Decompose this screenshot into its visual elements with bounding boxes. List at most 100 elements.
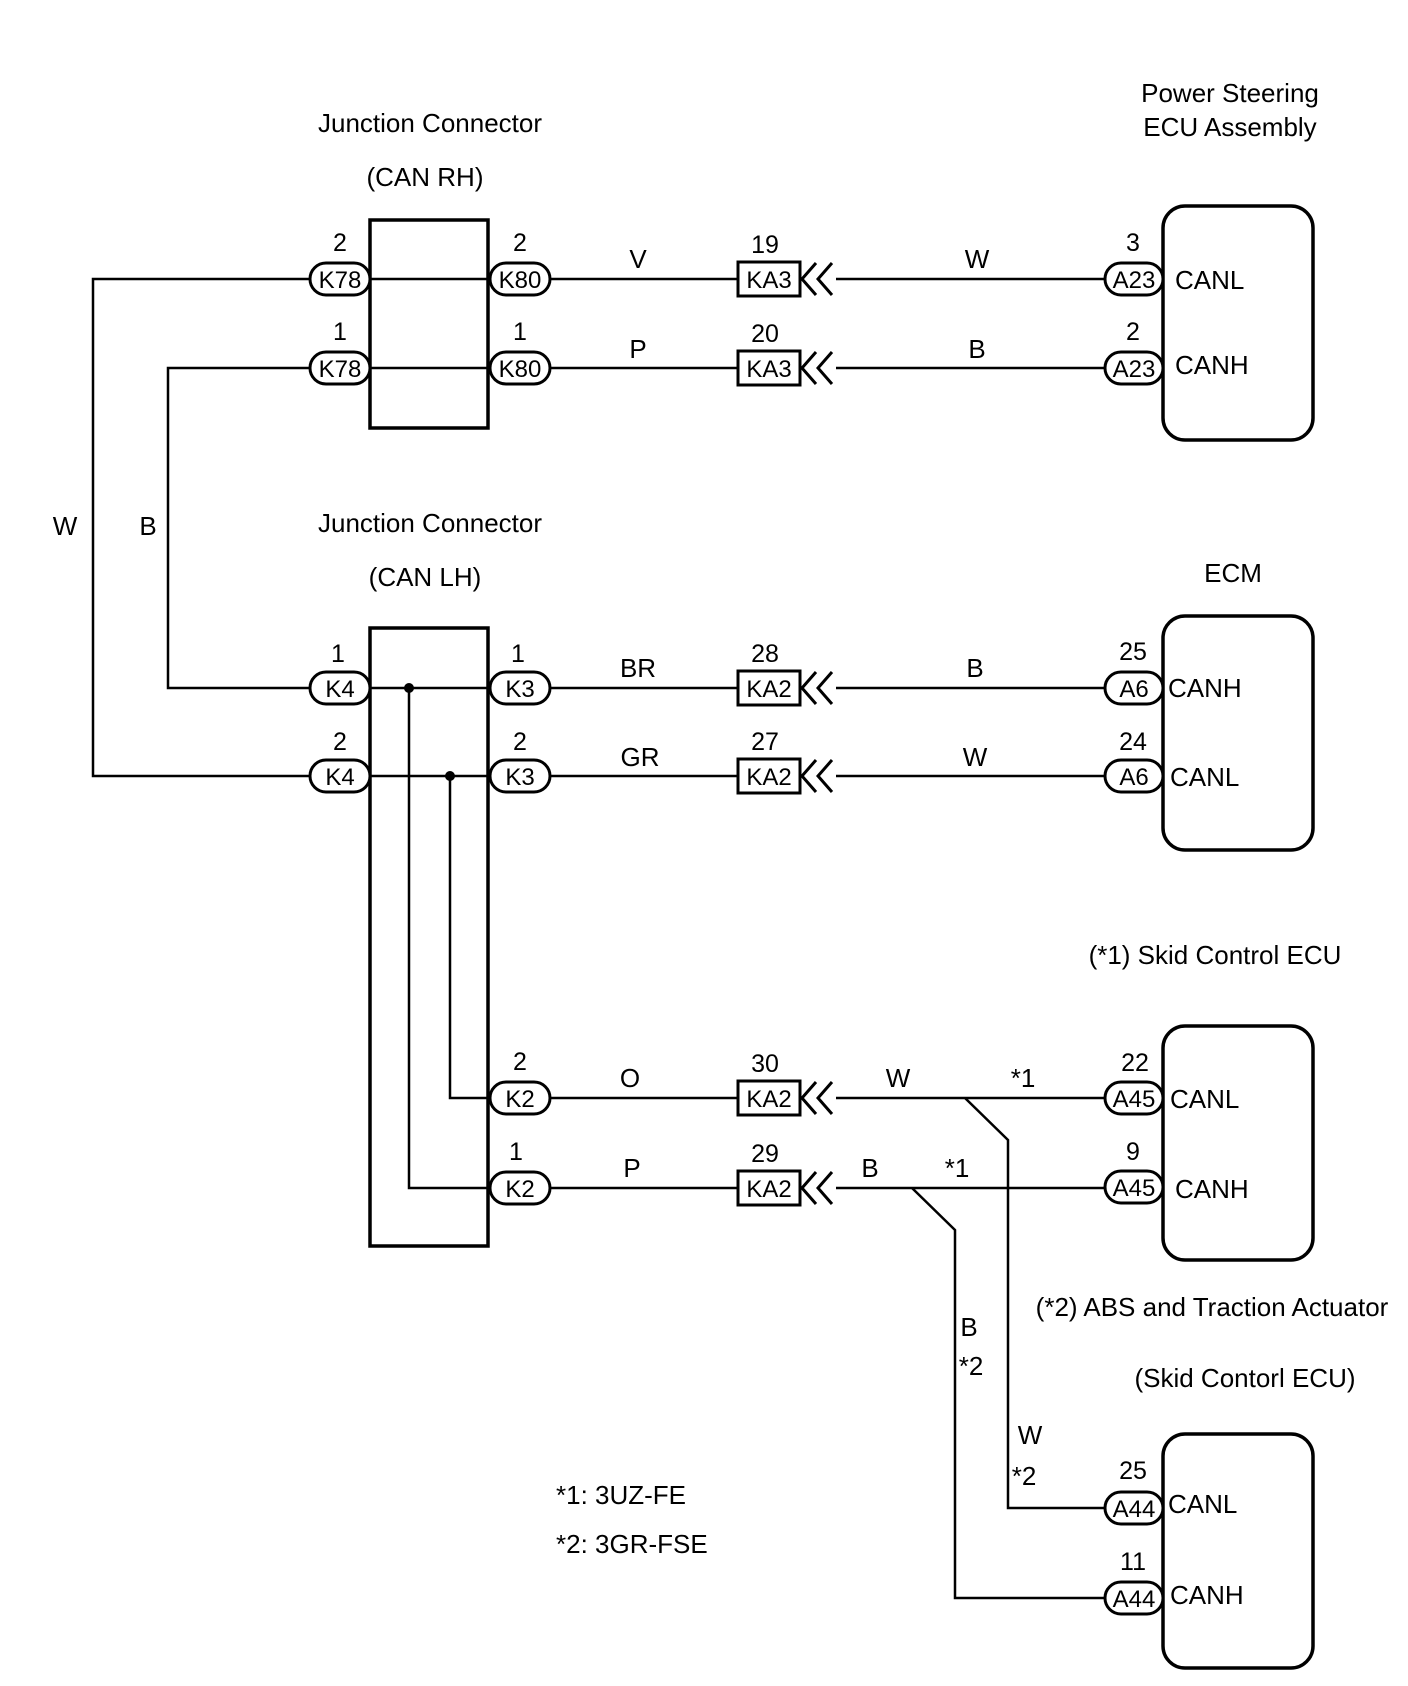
wire-color-br: BR bbox=[620, 653, 656, 683]
ps-ecu-subtitle: ECU Assembly bbox=[1143, 112, 1316, 142]
ps-ecu-box bbox=[1161, 204, 1315, 442]
ps-canh-label: CANH bbox=[1175, 350, 1249, 380]
wire-color-b-loop: B bbox=[139, 511, 156, 541]
ka-box bbox=[736, 757, 802, 795]
connector-a44-pin25: A44 25 bbox=[1103, 1457, 1165, 1526]
connector-pill bbox=[1103, 350, 1165, 386]
variant-note-1: *1: 3UZ-FE bbox=[556, 1480, 686, 1510]
ka-pin: 29 bbox=[751, 1140, 779, 1168]
ka-code: KA2 bbox=[746, 676, 791, 703]
wire-color-w-skid: W bbox=[886, 1063, 911, 1093]
wire-color-b-ecm: B bbox=[966, 653, 983, 683]
connector-k78-pin2: K78 2 bbox=[308, 229, 372, 297]
wire-w-loop bbox=[91, 277, 310, 778]
junction-rh-title: Junction Connector bbox=[318, 108, 542, 138]
chevron-icon bbox=[800, 262, 818, 296]
connector-code: A6 bbox=[1119, 676, 1148, 703]
connector-code: A6 bbox=[1119, 764, 1148, 791]
connector-pill bbox=[308, 670, 372, 706]
connector-a45-pin22: A45 22 bbox=[1103, 1049, 1165, 1116]
abs-actuator-title: (*2) ABS and Traction Actuator bbox=[1036, 1292, 1389, 1322]
chevron-icon bbox=[800, 671, 818, 705]
connector-pill bbox=[1103, 1490, 1165, 1526]
connector-pin: 1 bbox=[333, 318, 347, 346]
connector-pill bbox=[488, 1080, 552, 1116]
wire-lh-bus-l bbox=[448, 776, 488, 1100]
abs-canh-label: CANH bbox=[1170, 1580, 1244, 1610]
connector-pin: 3 bbox=[1126, 229, 1140, 257]
chevron-icon bbox=[800, 1081, 818, 1115]
wire-color-b-ps: B bbox=[968, 334, 985, 364]
connector-k2-pin2: K2 2 bbox=[488, 1048, 552, 1116]
wire-lh-bus-h bbox=[407, 688, 488, 1190]
wire-b-abs-branch bbox=[911, 1187, 1105, 1600]
splice-dot-canl bbox=[445, 771, 455, 781]
connector-pin: 25 bbox=[1119, 1457, 1147, 1485]
wire-w-abs-branch bbox=[964, 1097, 1105, 1510]
connector-pill bbox=[488, 758, 552, 794]
wire-color-b-skid: B bbox=[861, 1153, 878, 1183]
ecm-title: ECM bbox=[1204, 558, 1262, 588]
connector-code: K2 bbox=[505, 1086, 534, 1113]
connector-code: A44 bbox=[1113, 1586, 1156, 1613]
connector-code: K80 bbox=[499, 267, 542, 294]
ka-box bbox=[736, 349, 802, 387]
ka-code: KA3 bbox=[746, 267, 791, 294]
wire-color-w-ecm: W bbox=[963, 742, 988, 772]
inline-connector-ka2-29: KA2 29 bbox=[736, 1140, 834, 1207]
junction-lh-subtitle: (CAN LH) bbox=[369, 562, 482, 592]
connector-pill bbox=[308, 350, 372, 386]
wire-b-loop bbox=[166, 366, 310, 690]
junction-rh-subtitle: (CAN RH) bbox=[367, 162, 484, 192]
connector-a23-pin2: A23 2 bbox=[1103, 318, 1165, 386]
wire-color-w-abs: W bbox=[1018, 1420, 1043, 1450]
abs-actuator-box bbox=[1161, 1432, 1315, 1670]
wire-color-p-top: P bbox=[629, 334, 646, 364]
connector-code: A45 bbox=[1113, 1086, 1156, 1113]
connector-k2-pin1: K2 1 bbox=[488, 1138, 552, 1206]
ecm-canl-label: CANL bbox=[1170, 762, 1239, 792]
connector-k3-pin2: K3 2 bbox=[488, 728, 552, 794]
connector-a45-pin9: A45 9 bbox=[1103, 1138, 1165, 1205]
chevron-icon bbox=[816, 1171, 834, 1205]
connector-pin: 2 bbox=[1126, 318, 1140, 346]
connector-pin: 2 bbox=[333, 229, 347, 257]
connector-code: K78 bbox=[319, 267, 362, 294]
skid-canl-label: CANL bbox=[1170, 1084, 1239, 1114]
connector-pin: 2 bbox=[513, 728, 527, 756]
chevron-icon bbox=[816, 351, 834, 385]
connector-code: A44 bbox=[1113, 1496, 1156, 1523]
connector-pill bbox=[1103, 261, 1165, 297]
connector-k3-pin1: K3 1 bbox=[488, 640, 552, 706]
connector-code: K2 bbox=[505, 1176, 534, 1203]
ka-pin: 19 bbox=[751, 231, 779, 259]
connector-code: K3 bbox=[505, 764, 534, 791]
connector-pin: 22 bbox=[1121, 1049, 1149, 1077]
connector-k4-pin1: K4 1 bbox=[308, 640, 372, 706]
inline-connector-ka3-20: KA3 20 bbox=[736, 320, 834, 387]
connector-pin: 2 bbox=[333, 728, 347, 756]
inline-connector-ka2-27: KA2 27 bbox=[736, 728, 834, 795]
ka-box bbox=[736, 1169, 802, 1207]
connector-k78-pin1: K78 1 bbox=[308, 318, 372, 386]
connector-pill bbox=[488, 1170, 552, 1206]
ps-canl-label: CANL bbox=[1175, 265, 1244, 295]
connector-pin: 9 bbox=[1126, 1138, 1140, 1166]
connector-pill bbox=[1103, 670, 1165, 706]
connector-a44-pin11: A44 11 bbox=[1103, 1548, 1165, 1616]
connector-pill bbox=[488, 670, 552, 706]
connector-code: A23 bbox=[1113, 356, 1156, 383]
connector-pill bbox=[1103, 1169, 1165, 1205]
inline-connector-ka2-30: KA2 30 bbox=[736, 1050, 834, 1117]
connector-pin: 2 bbox=[513, 229, 527, 257]
connector-pin: 11 bbox=[1120, 1548, 1146, 1576]
junction-connector-lh-box bbox=[368, 626, 490, 1248]
skid-ecu-box bbox=[1161, 1024, 1315, 1262]
junction-connector-rh-box bbox=[368, 218, 490, 430]
connector-a23-pin3: A23 3 bbox=[1103, 229, 1165, 297]
connector-pill bbox=[308, 758, 372, 794]
chevron-icon bbox=[816, 671, 834, 705]
ka-code: KA3 bbox=[746, 356, 791, 383]
ecm-box bbox=[1161, 614, 1315, 852]
